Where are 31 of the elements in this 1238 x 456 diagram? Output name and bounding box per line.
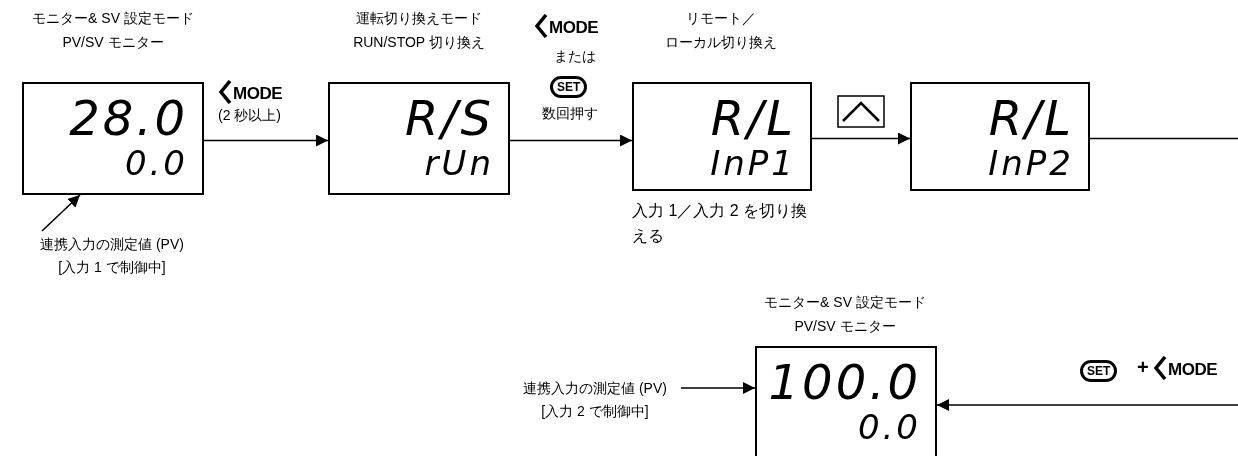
display-reading: 0.0 xyxy=(124,146,188,180)
arrow xyxy=(811,132,911,145)
edge-label: (2 秒以上) xyxy=(216,107,283,125)
set-key: SET xyxy=(550,76,588,98)
mode-key: MODE xyxy=(218,80,282,104)
display-reading: 0.0 xyxy=(857,410,921,444)
display-reading: R/L xyxy=(988,94,1074,142)
arrow xyxy=(203,134,329,147)
display-reading: InP2 xyxy=(988,146,1074,180)
edge-label: 数回押す xyxy=(540,105,600,123)
display-reading: R/S xyxy=(405,94,494,142)
arrow xyxy=(509,134,633,147)
leader-line xyxy=(680,382,756,394)
annotation-text: 連携入力の測定値 (PV) [入力 2 で制御中] xyxy=(522,379,668,421)
annotation-text: 入力 1／入力 2 を切り換える xyxy=(632,201,809,246)
mode-heading: モニター& SV 設定モード PV/SV モニター xyxy=(31,9,195,52)
mode-heading: モニター& SV 設定モード PV/SV モニター xyxy=(763,293,927,336)
display-reading: 100.0 xyxy=(768,358,921,406)
mode-key: MODE xyxy=(1153,356,1217,380)
display-reading: R/L xyxy=(710,94,796,142)
annotation-text: 連携入力の測定値 (PV) [入力 1 で制御中] xyxy=(39,235,185,277)
display-reading: InP1 xyxy=(710,146,796,180)
mode-key: MODE xyxy=(534,14,598,38)
mode-heading: 運転切り換えモード RUN/STOP 切り換え xyxy=(352,9,486,52)
mode-heading: リモート／ローカル切り換え xyxy=(664,9,778,52)
arrow xyxy=(936,137,1238,411)
set-key: SET xyxy=(1080,360,1118,382)
display-reading: rUn xyxy=(424,146,494,180)
display-reading: 28.0 xyxy=(69,94,188,142)
leader-line xyxy=(41,194,81,232)
plus-sign: + xyxy=(1137,356,1149,379)
